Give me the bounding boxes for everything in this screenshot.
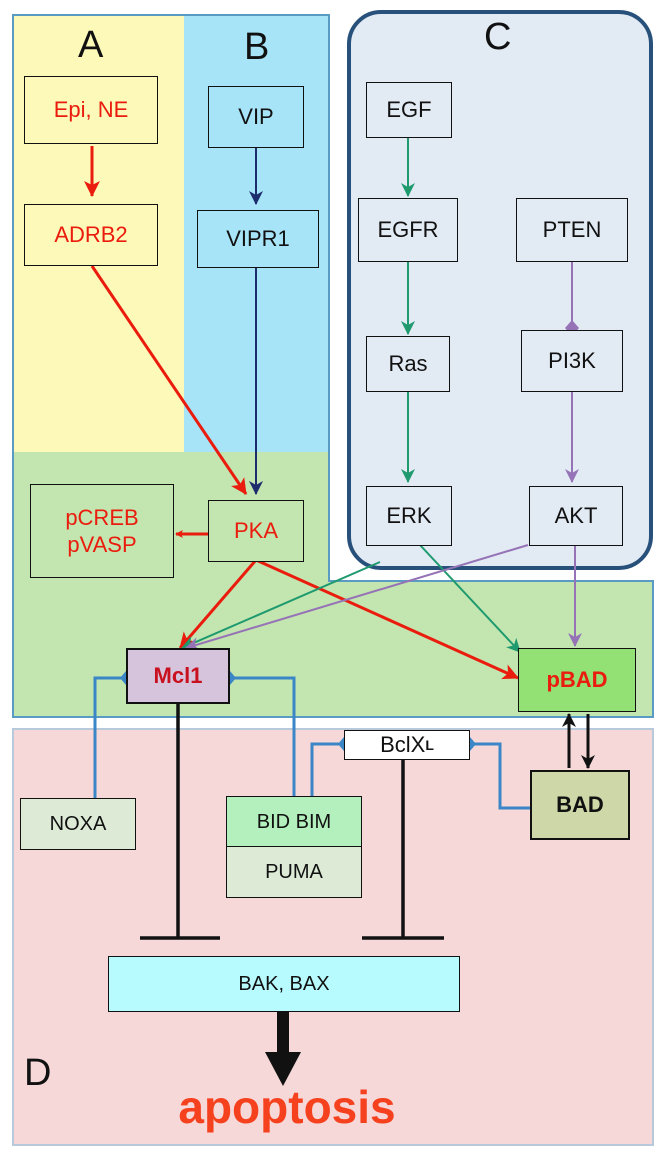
- node-egf: EGF: [366, 82, 452, 138]
- node-pi3k: PI3K: [521, 330, 623, 392]
- node-akt: AKT: [529, 486, 623, 546]
- apoptosis-arrow-head: [265, 1052, 301, 1086]
- link-bidbim-bclx: [310, 742, 344, 796]
- node-bak-bax: BAK, BAX: [108, 956, 460, 1012]
- node-pten: PTEN: [516, 198, 628, 262]
- section-label-c: C: [484, 16, 512, 58]
- arrow-pka-to-pbad: [255, 558, 519, 680]
- node-adrb2: ADRB2: [24, 204, 158, 266]
- link-bad-bclx: [470, 742, 530, 810]
- node-pvasp: pVASP: [67, 532, 137, 557]
- section-label-a: A: [78, 24, 104, 66]
- node-pcreb-pvasp: pCREB pVASP: [30, 484, 174, 578]
- node-bclx-subscript: L: [425, 737, 434, 753]
- arrow-akt-to-mcl1: [185, 544, 529, 651]
- node-epi-ne: Epi, NE: [24, 76, 158, 144]
- node-noxa: NOXA: [20, 798, 136, 850]
- section-label-d: D: [24, 1052, 52, 1094]
- node-egfr: EGFR: [358, 198, 458, 262]
- node-vip: VIP: [208, 86, 304, 148]
- arrow-erk-to-mcl1: [181, 561, 381, 650]
- node-pbad: pBAD: [518, 648, 636, 712]
- node-puma: PUMA: [226, 846, 362, 898]
- arrow-pka-to-mcl1: [178, 559, 258, 649]
- node-ras: Ras: [366, 336, 450, 392]
- arrow-adrb2-to-pka: [90, 265, 248, 495]
- node-erk: ERK: [366, 486, 452, 546]
- link-noxa-mcl1: [93, 676, 125, 798]
- node-bclx-label: BclX: [380, 732, 426, 757]
- section-label-b: B: [244, 26, 270, 68]
- apoptosis-arrow-shaft: [277, 1010, 289, 1054]
- node-bid-bim: BID BIM: [226, 796, 362, 848]
- arrow-erk-to-pbad: [419, 544, 521, 653]
- link-bidbim-mcl1: [232, 676, 296, 796]
- node-bad: BAD: [530, 770, 630, 840]
- node-pka: PKA: [208, 500, 304, 562]
- apoptosis-label: apoptosis: [178, 1081, 396, 1133]
- node-mcl1: Mcl1: [126, 648, 230, 704]
- node-pcreb: pCREB: [65, 504, 139, 530]
- node-vipr1: VIPR1: [197, 210, 319, 268]
